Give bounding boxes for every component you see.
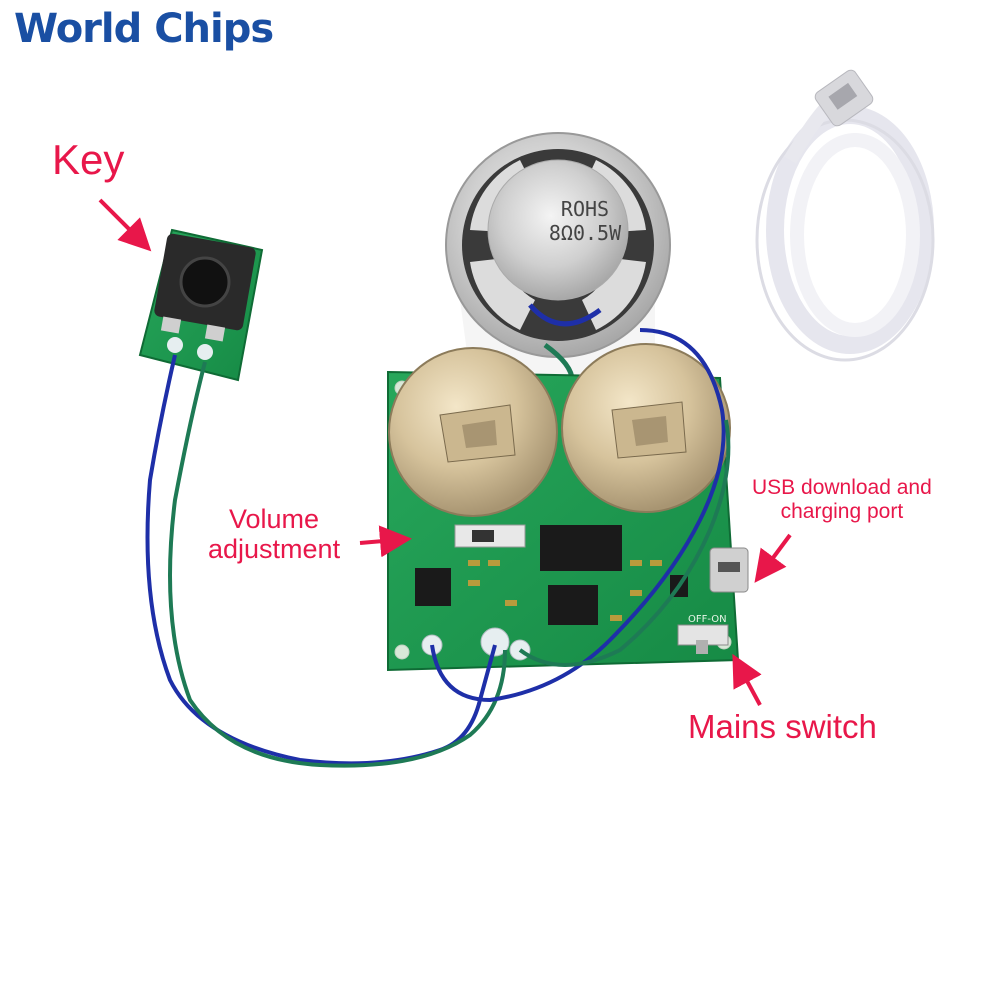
- label-usb-line1: USB download and: [752, 476, 932, 499]
- wires: [145, 328, 731, 768]
- label-key: Key: [52, 136, 125, 183]
- main-pcb: OFF-ON: [387, 343, 749, 672]
- ic-chip-secondary: [548, 585, 598, 625]
- label-usb-line2: charging port: [780, 500, 904, 523]
- battery-left: [388, 347, 558, 517]
- world-chips-logo: World Chips: [14, 6, 274, 52]
- callout-arrows: [98, 198, 792, 706]
- logo-rest: orld: [55, 6, 143, 52]
- volume-arrow: [359, 525, 412, 558]
- speaker-marking-2: 8Ω0.5W: [549, 221, 622, 245]
- usb-arrow: [754, 533, 792, 583]
- mains-arrow: [732, 653, 762, 706]
- battery-right: [561, 343, 731, 513]
- label-volume-line2: adjustment: [208, 534, 341, 564]
- logo-second: Chips: [154, 6, 274, 52]
- label-volume-line1: Volume: [229, 504, 320, 534]
- logo-first: W: [14, 6, 57, 52]
- speaker: ROHS 8Ω0.5W: [445, 132, 671, 392]
- label-volume: Volume adjustment: [208, 504, 340, 564]
- ic-chip-main: [540, 525, 622, 571]
- usb-cable: [755, 69, 955, 362]
- label-usb: USB download and charging port: [752, 476, 932, 524]
- key-arrow: [98, 198, 152, 252]
- label-mains: Mains switch: [688, 708, 877, 745]
- key-pcb: [138, 228, 264, 382]
- speaker-marking-1: ROHS: [561, 197, 609, 221]
- ic-chip-amp: [415, 568, 451, 606]
- switch-marking: OFF-ON: [688, 614, 727, 625]
